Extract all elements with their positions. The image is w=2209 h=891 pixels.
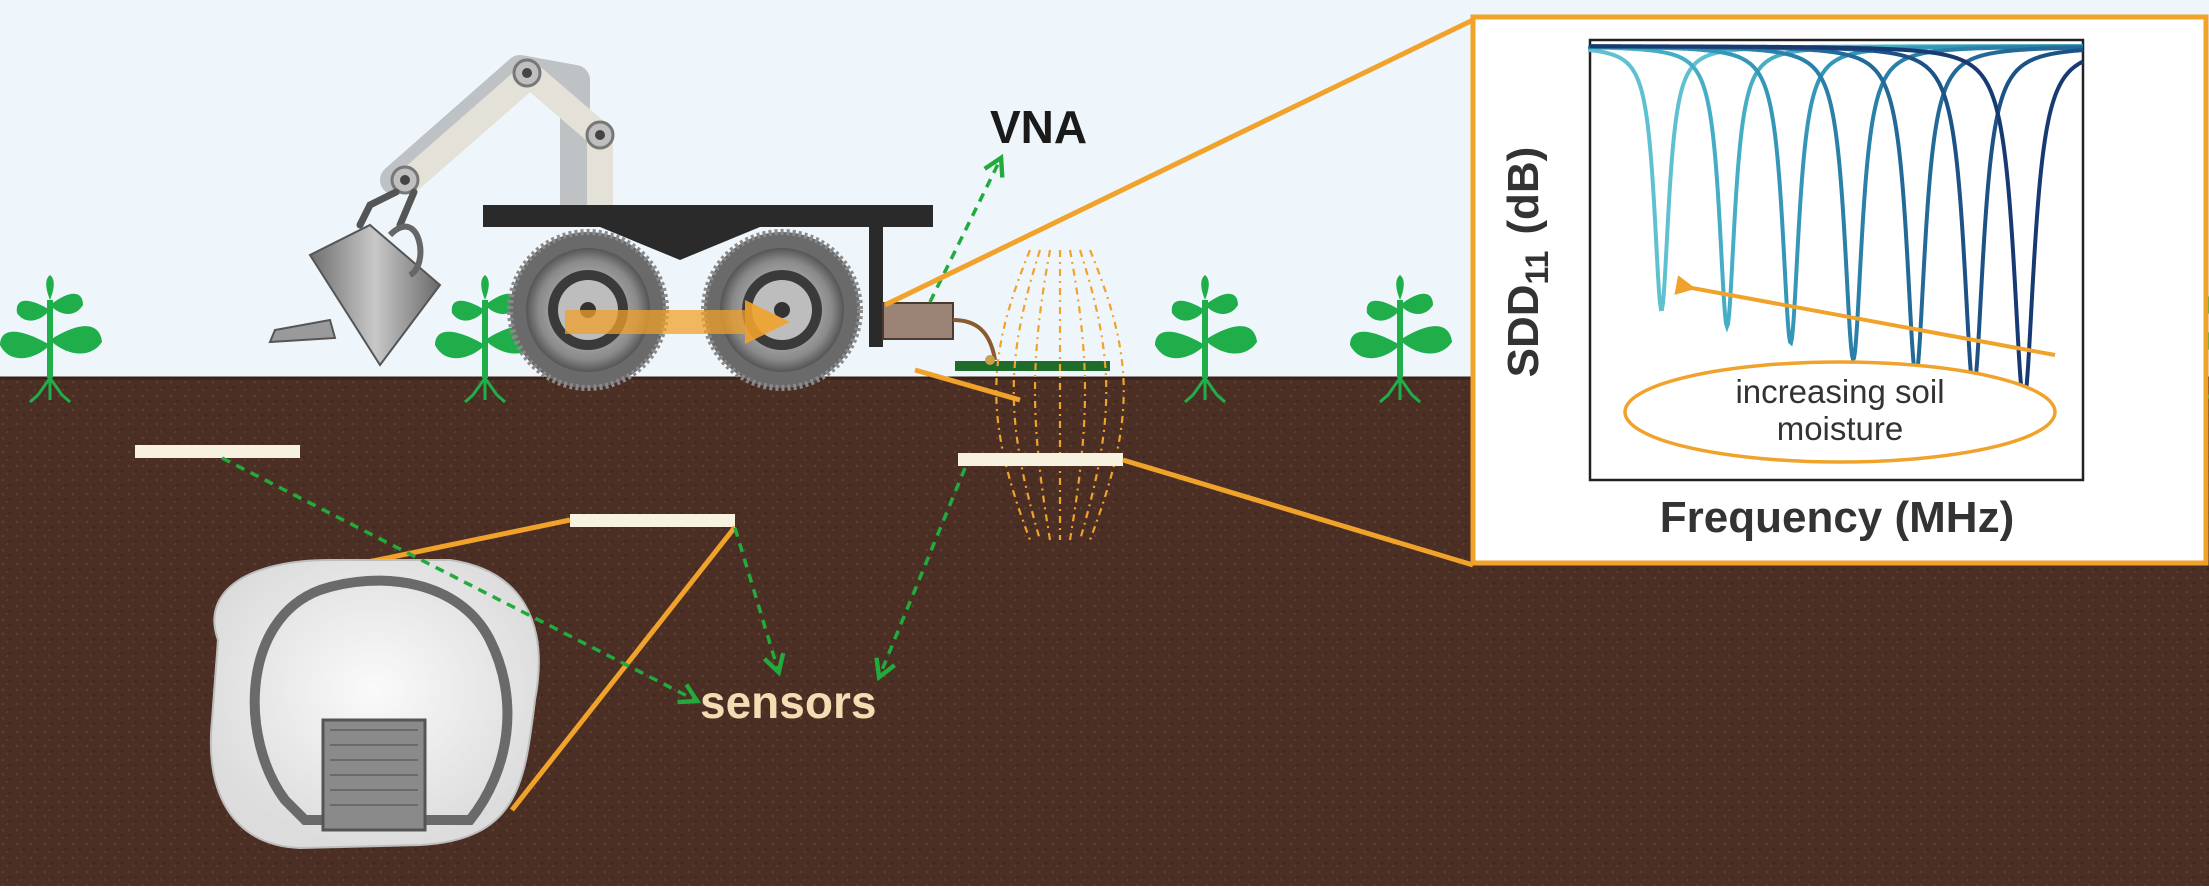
sensors-label: sensors	[700, 676, 876, 728]
y-axis-label-sub: 11	[1519, 251, 1555, 285]
robot-arm-icon	[356, 55, 615, 229]
vehicle-icon	[483, 205, 1110, 391]
watering-can-icon	[268, 223, 442, 367]
moisture-label-line2: moisture	[1777, 410, 1904, 447]
plant-icon	[1155, 275, 1257, 404]
y-axis-label-unit: (dB)	[1499, 147, 1548, 235]
plant-icon	[1350, 275, 1452, 404]
inset-chart: increasing soil moisture Frequency (MHz)…	[1470, 14, 2209, 566]
sensor-strip-icon	[570, 514, 735, 527]
sensor-strip-icon	[135, 445, 300, 458]
sensor-strip-icon	[958, 453, 1123, 466]
inset-connectors	[883, 17, 1475, 568]
vna-label: VNA	[990, 101, 1087, 153]
x-axis-label: Frequency (MHz)	[1660, 493, 2014, 542]
chart-curves	[1588, 44, 2084, 407]
sensor-closeup	[209, 517, 737, 850]
signal-arrows	[221, 153, 1005, 705]
resonance-curve-7	[1590, 44, 2084, 407]
moisture-arrow	[1674, 275, 2056, 357]
y-axis-label: SDD11 (dB)	[1499, 147, 1555, 378]
plant-icon	[0, 275, 102, 404]
y-axis-label-main: SDD	[1499, 284, 1548, 377]
moisture-ellipse	[1623, 360, 2057, 464]
moisture-label-line1: increasing soil	[1735, 373, 1944, 410]
